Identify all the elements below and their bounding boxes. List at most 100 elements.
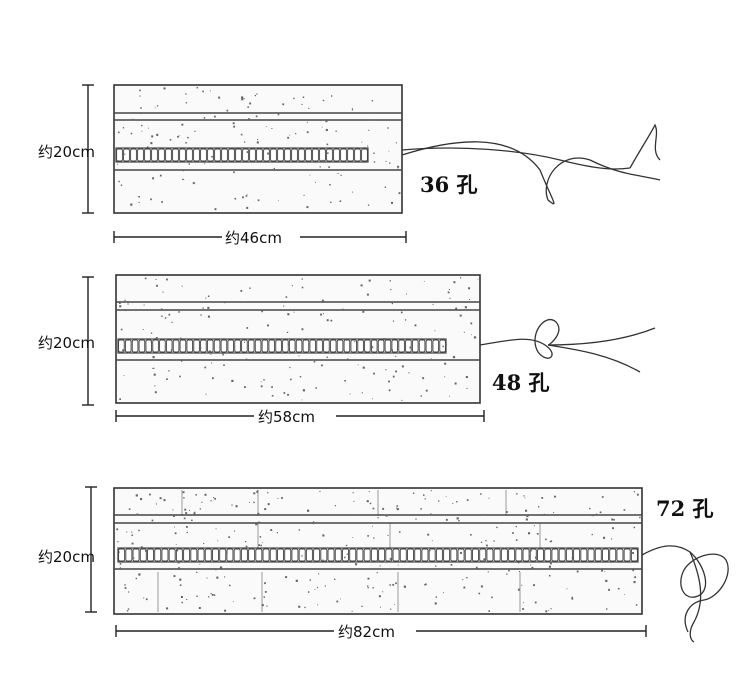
- texture-speck: [632, 569, 635, 572]
- texture-speck: [139, 89, 141, 92]
- elastic-loop: [515, 548, 523, 562]
- texture-speck: [213, 594, 216, 596]
- texture-speck: [260, 385, 263, 388]
- texture-speck: [624, 594, 625, 596]
- texture-speck: [222, 353, 224, 356]
- texture-speck: [351, 610, 353, 612]
- texture-speck: [131, 534, 133, 536]
- texture-speck: [351, 109, 354, 111]
- elastic-loop: [291, 148, 298, 162]
- texture-speck: [330, 319, 333, 322]
- texture-speck: [344, 560, 346, 562]
- texture-speck: [207, 306, 210, 309]
- texture-speck: [336, 600, 339, 603]
- elastic-loop: [361, 148, 368, 162]
- width-label: 约82cm: [338, 623, 395, 641]
- texture-speck: [516, 547, 519, 550]
- texture-speck: [357, 364, 359, 366]
- texture-speck: [156, 133, 159, 136]
- texture-speck: [143, 597, 145, 599]
- texture-speck: [325, 120, 328, 123]
- elastic-loop: [327, 548, 335, 562]
- texture-speck: [414, 324, 417, 327]
- texture-speck: [444, 376, 446, 378]
- texture-speck: [174, 526, 175, 528]
- texture-speck: [368, 279, 371, 282]
- texture-speck: [444, 362, 447, 365]
- texture-speck: [188, 163, 190, 165]
- texture-speck: [151, 135, 154, 138]
- texture-speck: [378, 595, 381, 598]
- texture-speck: [603, 536, 606, 539]
- elastic-loop: [193, 339, 200, 353]
- texture-speck: [434, 330, 436, 332]
- texture-speck: [368, 129, 370, 131]
- elastic-loop: [165, 148, 172, 162]
- elastic-loop: [219, 548, 227, 562]
- texture-speck: [173, 515, 175, 517]
- texture-speck: [480, 493, 482, 495]
- paper-texture: [119, 277, 479, 401]
- texture-speck: [360, 284, 363, 287]
- texture-speck: [401, 399, 403, 401]
- texture-speck: [309, 579, 311, 581]
- texture-speck: [180, 337, 182, 339]
- texture-speck: [550, 608, 552, 610]
- texture-speck: [396, 505, 399, 507]
- elastic-loop: [118, 548, 126, 562]
- elastic-loop: [457, 548, 465, 562]
- texture-speck: [135, 577, 137, 580]
- width-label: 约58cm: [258, 408, 315, 426]
- elastic-loop: [269, 548, 277, 562]
- texture-speck: [267, 492, 269, 494]
- texture-speck: [245, 195, 248, 197]
- texture-speck: [362, 366, 365, 369]
- texture-speck: [571, 596, 573, 599]
- elastic-loop: [200, 148, 207, 162]
- texture-speck: [325, 128, 328, 131]
- texture-speck: [355, 563, 358, 566]
- texture-speck: [367, 204, 370, 206]
- texture-speck: [263, 596, 265, 598]
- elastic-loop: [226, 548, 234, 562]
- texture-speck: [298, 605, 301, 608]
- texture-speck: [196, 87, 198, 89]
- texture-speck: [117, 163, 118, 165]
- texture-speck: [334, 505, 336, 507]
- elastic-loop: [139, 548, 147, 562]
- texture-speck: [126, 531, 128, 533]
- elastic-loop: [291, 548, 299, 562]
- elastic-loop: [154, 548, 162, 562]
- texture-speck: [496, 526, 498, 529]
- elastic-loop: [320, 548, 328, 562]
- elastic-loop: [207, 148, 214, 162]
- texture-speck: [289, 134, 291, 136]
- texture-speck: [224, 576, 226, 578]
- texture-speck: [249, 287, 251, 289]
- elastic-loop: [405, 339, 412, 353]
- texture-speck: [403, 585, 406, 588]
- texture-speck: [260, 381, 262, 383]
- elastic-loop: [486, 548, 494, 562]
- texture-speck: [571, 557, 574, 559]
- texture-speck: [214, 498, 216, 500]
- texture-speck: [545, 538, 547, 541]
- texture-speck: [367, 577, 370, 580]
- texture-speck: [361, 605, 363, 607]
- texture-speck: [246, 151, 249, 154]
- texture-speck: [257, 512, 260, 515]
- texture-speck: [392, 583, 395, 586]
- texture-speck: [136, 513, 139, 516]
- texture-speck: [322, 559, 324, 561]
- texture-speck: [634, 576, 636, 579]
- texture-speck: [392, 375, 395, 378]
- texture-speck: [244, 386, 246, 388]
- height-label: 约20cm: [38, 334, 95, 352]
- texture-speck: [463, 551, 466, 553]
- texture-speck: [491, 596, 493, 599]
- texture-speck: [313, 360, 316, 363]
- elastic-loop: [432, 339, 440, 353]
- texture-speck: [256, 93, 258, 95]
- texture-speck: [225, 551, 228, 554]
- elastic-loop: [407, 548, 414, 562]
